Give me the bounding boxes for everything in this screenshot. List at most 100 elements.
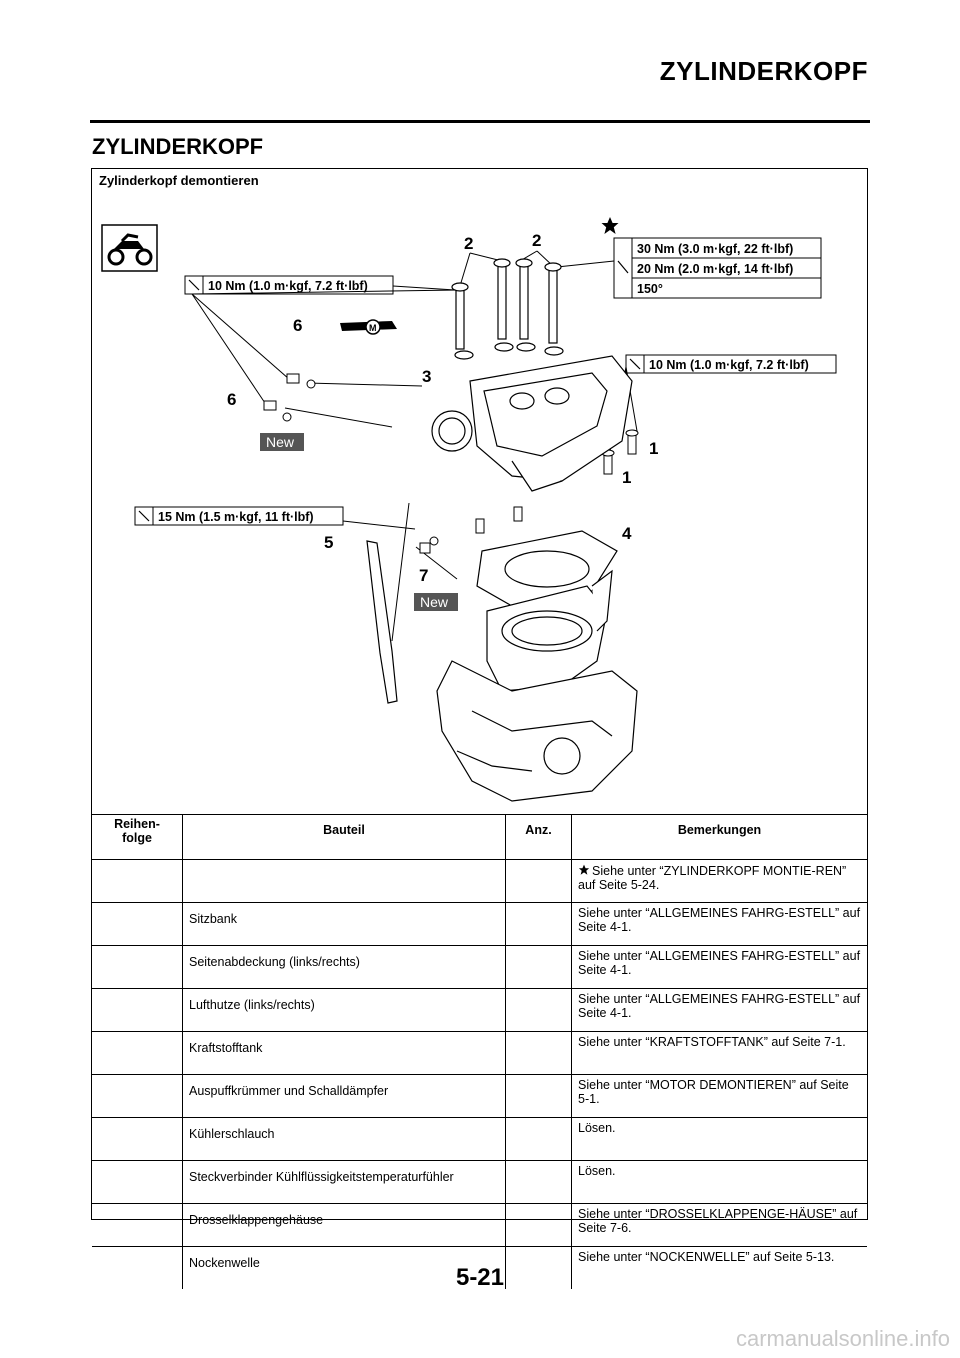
remark-cell-text: Lösen. [578,1164,616,1178]
table-row: Lufthutze (links/rechts) Siehe unter “ALL… [92,988,867,1032]
head-bolts [451,258,564,360]
part-cell-text: Nockenwelle [189,1256,260,1270]
remark-cell: Siehe unter “ALLGEMEINES FAHRG-ESTELL” a… [571,988,867,1032]
table-row: Steckverbinder Kühlflüssigkeitstemperatu… [92,1160,867,1204]
table-row: Seitenabdeckung (links/rechts) Siehe unte… [92,945,867,989]
torque-right-top-line3: 150° [637,282,663,296]
remark-cell-text: Siehe unter “ALLGEMEINES FAHRG-ESTELL” a… [578,992,861,1020]
remark-cell: Siehe unter “ALLGEMEINES FAHRG-ESTELL” a… [571,945,867,989]
table-body: Siehe unter “ZYLINDERKOPF MONTIE-REN” au… [92,859,867,1289]
header-part: Bauteil [182,814,506,860]
order-cell [92,1117,183,1161]
torque-left-label: 10 Nm (1.0 m·kgf, 7.2 ft·lbf) [208,279,368,293]
remark-cell-text: Siehe unter “KRAFTSTOFFTANK” auf Seite 7… [578,1035,846,1049]
torque-box-right-mid: 10 Nm (1.0 m·kgf, 7.2 ft·lbf) [625,354,837,374]
table-row: Kraftstofftank Siehe unter “KRAFTSTOFFTAN… [92,1031,867,1075]
new-tag-2-label: New [420,594,449,610]
part-cell-text: Sitzbank [189,912,237,926]
part-cell-text: Auspuffkrümmer und Schalldämpfer [189,1084,389,1098]
remark-cell: Siehe unter “MOTOR DEMONTIEREN” auf Seit… [571,1074,867,1118]
torque-box-lower: 15 Nm (1.5 m·kgf, 11 ft·lbf) [134,506,344,526]
order-cell [92,1246,183,1289]
new-tag-2: New [414,593,458,611]
cylinder-block [436,569,638,802]
remark-cell-text: Siehe unter “ALLGEMEINES FAHRG-ESTELL” a… [578,906,861,934]
torque-box-right-top: 30 Nm (3.0 m·kgf, 22 ft·lbf) 20 Nm (2.0 … [613,237,822,299]
header-order: Reihen- folge [92,814,183,860]
remark-cell-text: Siehe unter “ALLGEMEINES FAHRG-ESTELL” a… [578,949,861,977]
remark-cell-text: Siehe unter “ZYLINDERKOPF MONTIE-REN” au… [578,864,847,892]
qty-cell [505,1117,572,1161]
remark-cell-text: Lösen. [578,1121,616,1135]
callout-7: 7 [419,566,428,585]
order-cell [92,1203,183,1247]
part-cell-text: Kraftstofftank [189,1041,263,1055]
procedure-title: Zylinderkopf demontieren [99,173,259,188]
callout-3: 3 [422,367,431,386]
table-row: Sitzbank Siehe unter “ALLGEMEINES FAHRG-E… [92,902,867,946]
cylinder-head [431,355,633,492]
part-cell: Seitenabdeckung (links/rechts) [182,945,506,989]
torque-lower-label: 15 Nm (1.5 m·kgf, 11 ft·lbf) [158,510,314,524]
parts-table: Reihen- folge Bauteil Anz. Bemerkungen S… [92,814,867,1289]
star-icon [601,217,619,234]
procedure-frame: Zylinderkopf demontieren 10 Nm (1.0 m·kg… [91,168,868,1289]
remark-cell: Siehe unter “DROSSELKLAPPENGE-HÄUSE” auf… [571,1203,867,1247]
remark-cell-text: Siehe unter “DROSSELKLAPPENGE-HÄUSE” auf… [578,1207,858,1235]
header-remarks: Bemerkungen [571,814,867,860]
remark-cell-text: Siehe unter “NOCKENWELLE” auf Seite 5-13… [578,1250,835,1264]
remark-cell: Lösen. [571,1160,867,1204]
lube-label: M [369,323,377,333]
callout-5: 5 [324,533,333,552]
remark-cell: Siehe unter “KRAFTSTOFFTANK” auf Seite 7… [571,1031,867,1075]
part-cell: Auspuffkrümmer und Schalldämpfer [182,1074,506,1118]
part-cell: Nockenwelle [182,1246,506,1289]
callout-2b: 2 [532,231,541,250]
header-qty: Anz. [505,814,572,860]
part-cell: Sitzbank [182,902,506,946]
part-cell: Lufthutze (links/rechts) [182,988,506,1032]
motorcycle-icon [101,224,158,272]
qty-cell [505,1246,572,1289]
callout-numbers: 1 1 2 2 3 4 5 6 6 7 [227,231,658,585]
small-bolts [263,373,639,554]
remark-cell: Siehe unter “ZYLINDERKOPF MONTIE-REN” au… [571,859,867,903]
qty-cell [505,1074,572,1118]
watermark: carmanualsonline.info [735,1326,950,1351]
header-title: ZYLINDERKOPF [659,56,868,86]
qty-cell [505,1160,572,1204]
remark-cell: Siehe unter “NOCKENWELLE” auf Seite 5-13… [571,1246,867,1289]
qty-cell [505,859,572,903]
table-row: Auspuffkrümmer und Schalldämpfer Siehe un… [92,1074,867,1118]
page-number: 5-21 [455,1264,505,1291]
part-cell: Drosselklappengehäuse [182,1203,506,1247]
part-cell-text: Steckverbinder Kühlflüssigkeitstemperatu… [189,1170,454,1184]
callout-6b: 6 [227,390,236,409]
table-row: Drosselklappengehäuse Siehe unter “DROSSE… [92,1203,867,1247]
qty-cell [505,1203,572,1247]
exploded-diagram: 10 Nm (1.0 m·kgf, 7.2 ft·lbf) 30 Nm (3.0… [101,217,837,802]
new-tag-1-label: New [266,434,295,450]
dowel-pins [475,506,523,534]
torque-right-top-line2: 20 Nm (2.0 m·kgf, 14 ft·lbf) [637,262,793,276]
star-icon [578,864,590,875]
callout-4: 4 [622,524,632,543]
callout-1b: 1 [622,468,631,487]
lube-icon: M [340,319,397,335]
remark-cell-text: Siehe unter “MOTOR DEMONTIEREN” auf Seit… [578,1078,849,1106]
part-cell-text: Drosselklappengehäuse [189,1213,324,1227]
remark-cell: Siehe unter “ALLGEMEINES FAHRG-ESTELL” a… [571,902,867,946]
part-cell: Steckverbinder Kühlflüssigkeitstemperatu… [182,1160,506,1204]
qty-cell [505,902,572,946]
remark-cell: Lösen. [571,1117,867,1161]
callout-1a: 1 [649,439,658,458]
callout-2a: 2 [464,234,473,253]
part-cell-text: Seitenabdeckung (links/rechts) [189,955,360,969]
table-row: Nockenwelle Siehe unter “NOCKENWELLE” auf… [92,1246,867,1289]
qty-cell [505,945,572,989]
order-cell [92,1074,183,1118]
table-row: Siehe unter “ZYLINDERKOPF MONTIE-REN” au… [92,859,867,903]
qty-cell [505,1031,572,1075]
order-cell [92,859,183,903]
